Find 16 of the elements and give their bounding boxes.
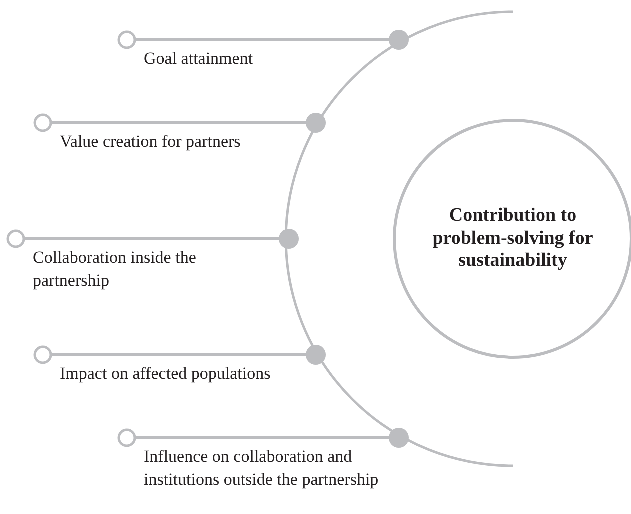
junction-dot xyxy=(279,229,299,249)
junction-dot xyxy=(306,345,326,365)
item-label: Collaboration inside the partnership xyxy=(33,247,198,292)
connector-line xyxy=(34,346,306,364)
item-label: Goal attainment xyxy=(144,48,254,70)
junction-dot xyxy=(389,428,409,448)
connector-line xyxy=(118,30,389,50)
item-label: Influence on collaboration and institutions outside the partnership xyxy=(144,446,380,491)
item-label: Value creation for partners xyxy=(60,131,242,153)
junction-dot xyxy=(306,113,326,133)
connector-line xyxy=(6,230,279,248)
junction-dot xyxy=(389,30,409,50)
connector-line xyxy=(118,428,389,448)
center-title: Contribution to problem-solving for sustainability xyxy=(432,204,594,274)
connector-line xyxy=(34,114,306,132)
item-label: Impact on affected populations xyxy=(60,363,272,385)
